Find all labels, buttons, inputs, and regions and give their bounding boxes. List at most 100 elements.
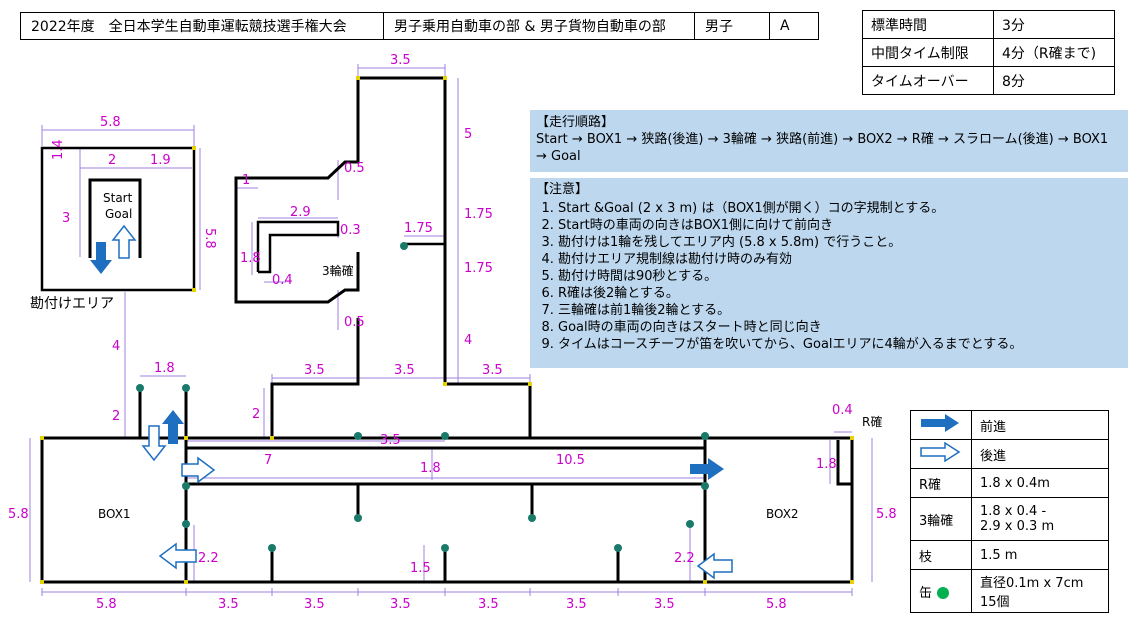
note-item: 勘付けは1輪を残してエリア内 (5.8 x 5.8m) で行うこと。 <box>558 234 1122 251</box>
dim-peg: 1.75 <box>404 221 433 236</box>
standard-time-label: 標準時間 <box>862 10 994 39</box>
dim-tower-175b: 1.75 <box>464 261 493 276</box>
legend-forward-cell <box>910 410 972 440</box>
dim-tower-5: 5 <box>464 127 472 142</box>
dim-three-1: 1 <box>242 173 250 188</box>
r-kaku-label: R確 <box>862 414 882 429</box>
reverse-arrow-icon <box>111 224 137 259</box>
legend-three-value: 1.8 x 0.4 - 2.9 x 0.3 m <box>971 497 1109 541</box>
dim-three-29: 2.9 <box>290 205 311 220</box>
forward-arrow-icon <box>921 414 959 432</box>
reverse-arrow-icon <box>158 542 197 570</box>
note-item: R確は後2輪とする。 <box>558 285 1122 302</box>
goal-label: Goal <box>105 207 132 221</box>
dim-tower-width: 3.5 <box>390 53 411 68</box>
note-item: Start時の車両の向きはBOX1側に向けて前向き <box>558 217 1122 234</box>
dim-lower-3: 3.5 <box>482 363 503 378</box>
dim-r-18: 1.8 <box>816 457 837 472</box>
midway-limit-label: 中間タイム制限 <box>862 38 994 67</box>
dim-start-offset: 1.9 <box>150 153 171 168</box>
three-wheel-label: 3輪確 <box>322 263 354 278</box>
cans <box>136 242 709 552</box>
legend-can-cell: 缶 <box>910 569 972 613</box>
dim-box1-22: 2.2 <box>198 551 219 566</box>
note-item: タイムはコースチーフが笛を吹いてから、Goalエリアに4輪が入るまでとする。 <box>558 336 1122 353</box>
legend-can-value-2: 15個 <box>980 595 1010 610</box>
dimension-texts: 5.8 5.8 2 1.9 1.4 3 3.5 5 1.75 1.75 4 1.… <box>8 53 897 612</box>
time-over-value: 8分 <box>993 66 1115 95</box>
event-title: 2022年度 全日本学生自動車運転競技選手権大会 <box>20 12 384 40</box>
notes-panel: 【注意】 Start &Goal (2 x 3 m) は（BOX1側が開く）コの… <box>530 178 1128 368</box>
legend-reverse-cell <box>910 439 972 469</box>
dim-tower-4: 4 <box>464 333 472 348</box>
route-title: 【走行順路】 <box>536 115 615 130</box>
legend-can-label: 缶 <box>919 585 933 601</box>
can-icon <box>937 587 950 599</box>
midway-limit-value: 4分（R確まで) <box>993 38 1115 67</box>
dim-three-03: 0.3 <box>340 223 361 238</box>
dim-notch-bottom: 0.5 <box>344 315 365 330</box>
note-item: 勘付けエリア規制線は勘付け時のみ有効 <box>558 251 1122 268</box>
reverse-arrow-icon <box>920 441 961 463</box>
notes-list: Start &Goal (2 x 3 m) は（BOX1側が開く）コの字規制とす… <box>536 200 1122 353</box>
legend-three-value-1: 1.8 x 0.4 - <box>980 504 1047 519</box>
dim-left-4: 4 <box>112 339 120 354</box>
dim-bottom-35e: 3.5 <box>566 597 587 612</box>
dim-bottom-35b: 3.5 <box>304 597 325 612</box>
dim-corridor-35: 3.5 <box>380 433 401 448</box>
dim-box2-22: 2.2 <box>674 551 695 566</box>
dim-kanzuke-height: 5.8 <box>202 228 217 249</box>
header-table: 2022年度 全日本学生自動車運転競技選手権大会 男子乗用自動車の部 & 男子貨… <box>20 12 819 40</box>
start-label: Start <box>103 191 133 205</box>
dim-bottom-58a: 5.8 <box>96 597 117 612</box>
notes-title: 【注意】 <box>536 182 589 197</box>
dimension-endpoints <box>40 76 854 584</box>
box1-label: BOX1 <box>98 507 131 521</box>
dim-bottom-58b: 5.8 <box>766 597 787 612</box>
division-label: 男子乗用自動車の部 & 男子貨物自動車の部 <box>383 12 695 40</box>
legend-r-value: 1.8 x 0.4m <box>971 468 1109 498</box>
dim-three-18: 1.8 <box>240 251 261 266</box>
dim-bottom-35a: 3.5 <box>218 597 239 612</box>
note-item: Goal時の車両の向きはスタート時と同じ向き <box>558 319 1122 336</box>
dim-bottom-35c: 3.5 <box>390 597 411 612</box>
dim-bottom-35d: 3.5 <box>478 597 499 612</box>
kanzuke-label: 勘付けエリア <box>30 296 114 312</box>
dim-bottom-35f: 3.5 <box>654 597 675 612</box>
dimension-lines <box>29 64 873 596</box>
dim-corridor-18: 1.8 <box>420 461 441 476</box>
legend-forward-label: 前進 <box>971 410 1109 440</box>
legend-table: 前進 後進 R確 1.8 x 0.4m 3輪確 1.8 x 0.4 - 2.9 … <box>910 410 1109 613</box>
dim-three-04: 0.4 <box>272 273 293 288</box>
note-item: Start &Goal (2 x 3 m) は（BOX1側が開く）コの字規制とす… <box>558 200 1122 217</box>
time-over-label: タイムオーバー <box>862 66 994 95</box>
dim-lower-2m: 2 <box>252 407 260 422</box>
dim-pole-15: 1.5 <box>410 561 431 576</box>
dim-corridor-105: 10.5 <box>556 453 585 468</box>
dim-start-depth: 3 <box>62 211 70 226</box>
forward-arrow-icon <box>90 242 112 274</box>
dim-notch-top: 0.5 <box>344 161 365 176</box>
reverse-arrow-icon <box>181 456 216 484</box>
route-text: Start → BOX1 → 狭路(後進) → 3輪確 → 狭路(前進) → B… <box>536 132 1109 164</box>
course-label: A <box>769 12 819 40</box>
legend-reverse-label: 後進 <box>971 439 1109 469</box>
legend-can-value: 直径0.1m x 7cm 15個 <box>971 569 1109 613</box>
arrows <box>90 224 733 580</box>
dim-r-04: 0.4 <box>832 403 853 418</box>
reverse-arrow-icon <box>141 425 167 462</box>
note-item: 勘付け時間は90秒とする。 <box>558 268 1122 285</box>
dim-box1-height: 5.8 <box>8 507 29 522</box>
note-item: 三輪確は前1輪後2輪とする。 <box>558 302 1122 319</box>
dim-lower-1: 3.5 <box>304 363 325 378</box>
dim-start-width: 2 <box>108 153 116 168</box>
legend-can-value-1: 直径0.1m x 7cm <box>980 576 1084 591</box>
reverse-arrow-icon <box>696 552 733 580</box>
dim-kanzuke-width: 5.8 <box>100 115 121 130</box>
time-table: 標準時間 3分 中間タイム制限 4分（R確まで) タイムオーバー 8分 <box>862 10 1115 95</box>
dim-left-2: 2 <box>112 409 120 424</box>
dim-corridor-7: 7 <box>264 453 272 468</box>
legend-three-value-2: 2.9 x 0.3 m <box>980 519 1055 534</box>
forward-arrow-icon <box>690 458 724 480</box>
dim-box2-height: 5.8 <box>876 507 897 522</box>
